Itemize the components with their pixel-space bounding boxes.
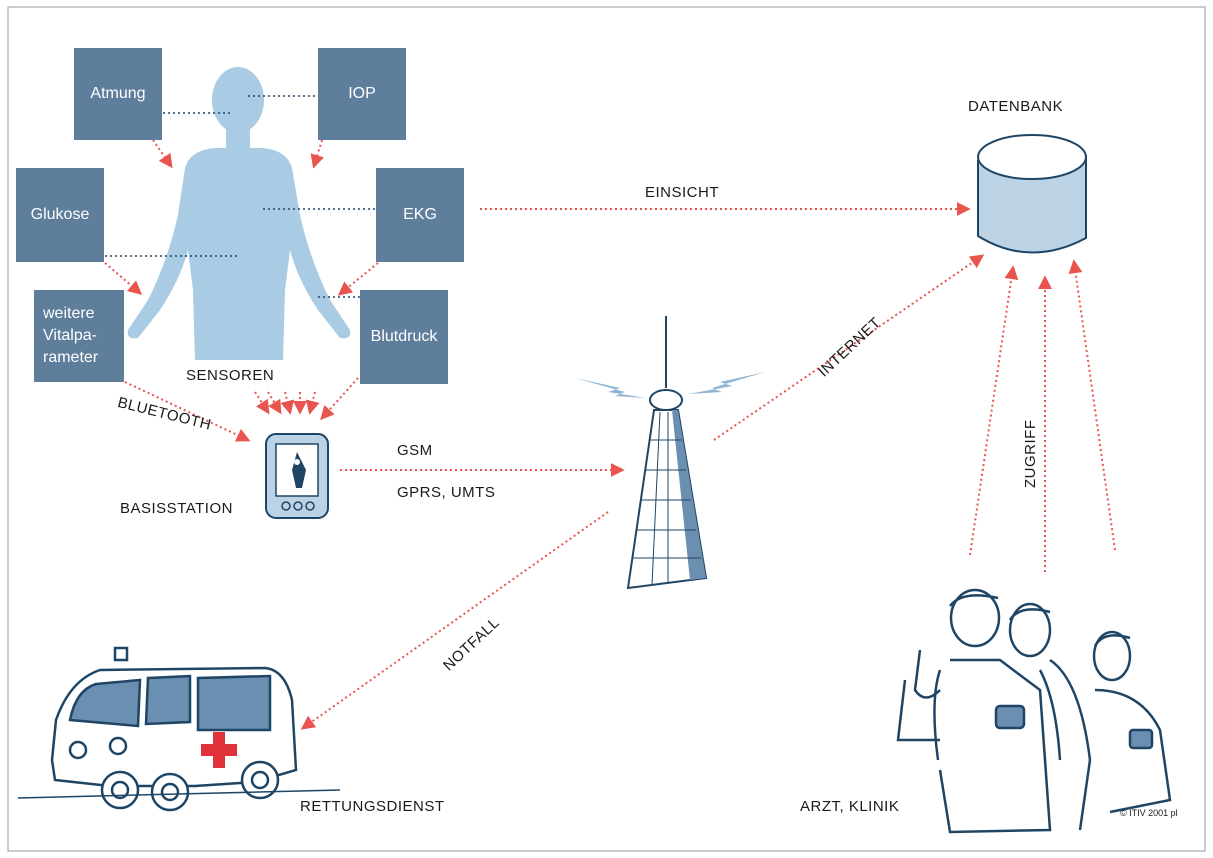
sensor-box-blutdruck: Blutdruck (360, 290, 448, 384)
pda-icon (265, 433, 329, 519)
sensor-label-weitere-3: rameter (43, 349, 99, 366)
sensor-label-blutdruck: Blutdruck (370, 328, 438, 345)
label-gsm: GSM (397, 442, 433, 459)
doctors-icon (896, 588, 1172, 834)
sensor-label-atmung: Atmung (90, 85, 146, 102)
label-datenbank: DATENBANK (968, 98, 1064, 115)
ambulance-icon (17, 646, 341, 812)
network-arrows (300, 202, 1116, 730)
sensor-label-weitere-2: Vitalpa- (43, 327, 97, 344)
label-zugriff: ZUGRIFF (1022, 419, 1039, 489)
frame-border (7, 6, 1206, 852)
sensor-links (105, 95, 378, 298)
label-copyright: © ITIV 2001 pl (1120, 808, 1178, 818)
sensor-label-glukose: Glukose (30, 206, 90, 223)
label-gprs-umts: GPRS, UMTS (397, 484, 496, 501)
label-sensoren: SENSOREN (186, 367, 275, 384)
sensor-box-atmung: Atmung (74, 48, 162, 140)
label-arzt-klinik: ARZT, KLINIK (800, 798, 900, 815)
database-icon (977, 134, 1087, 254)
label-einsicht: EINSICHT (645, 184, 720, 201)
antenna-tower-icon (575, 316, 765, 590)
sensor-arrows (104, 139, 379, 442)
sensor-box-iop: IOP (318, 48, 406, 140)
sensor-box-weitere: weitere Vitalpa- rameter (34, 290, 124, 382)
sensor-label-ekg: EKG (403, 206, 437, 223)
label-basisstation: BASISSTATION (120, 500, 233, 517)
red-cross-icon (201, 732, 237, 768)
sensor-label-iop: IOP (348, 85, 376, 102)
human-body-icon (127, 67, 351, 360)
sensor-label-weitere-1: weitere (43, 305, 95, 322)
sensor-box-glukose: Glukose (16, 168, 104, 262)
sensor-box-ekg: EKG (376, 168, 464, 262)
label-rettungsdienst: RETTUNGSDIENST (300, 798, 445, 815)
